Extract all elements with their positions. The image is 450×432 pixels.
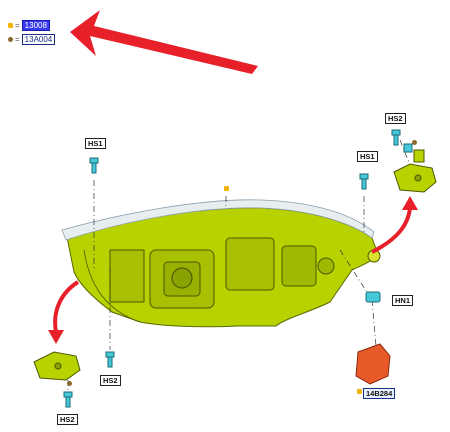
callout-14b284[interactable]: 14B284 <box>363 388 396 399</box>
screw-hs2-bottom-left[interactable] <box>63 391 73 408</box>
legend-row-13a004: = 13A004 <box>8 34 56 45</box>
legend-circle-icon <box>8 37 13 42</box>
bracket-top-right[interactable] <box>393 149 437 193</box>
headlamp-housing[interactable] <box>61 199 381 328</box>
callout-hs2-bottom[interactable]: HS2 <box>100 375 121 386</box>
clip-top-right[interactable] <box>403 143 413 153</box>
callout-hs1-right[interactable]: HS1 <box>357 151 378 162</box>
screw-hs2-top-right[interactable] <box>391 129 401 146</box>
callout-hs1-left[interactable]: HS1 <box>85 138 106 149</box>
marker-square-icon <box>224 186 229 191</box>
legend-code-13008[interactable]: 13008 <box>21 20 50 31</box>
marker-square-icon <box>357 389 362 394</box>
bulb-part[interactable] <box>355 343 391 385</box>
screw-hs1-right[interactable] <box>359 173 369 190</box>
callout-hs2-top-right[interactable]: HS2 <box>385 113 406 124</box>
legend-row-13008: = 13008 <box>8 20 50 31</box>
callout-hn1[interactable]: HN1 <box>392 295 414 306</box>
screw-hs2-bottom[interactable] <box>105 351 115 368</box>
legend-code-13a004[interactable]: 13A004 <box>21 34 56 45</box>
hn1-connector[interactable] <box>365 291 381 303</box>
screw-hs1-left[interactable] <box>89 157 99 174</box>
marker-circle-icon <box>412 140 417 145</box>
curved-arrow-right <box>371 196 418 254</box>
pointer-arrow <box>70 10 258 74</box>
alignment-lines <box>67 139 413 390</box>
bracket-bottom-left[interactable] <box>33 351 81 381</box>
legend-square-icon <box>8 23 13 28</box>
callout-hs2-bottom-left[interactable]: HS2 <box>57 414 78 425</box>
marker-circle-icon <box>67 381 72 386</box>
curved-arrow-left <box>48 280 80 344</box>
